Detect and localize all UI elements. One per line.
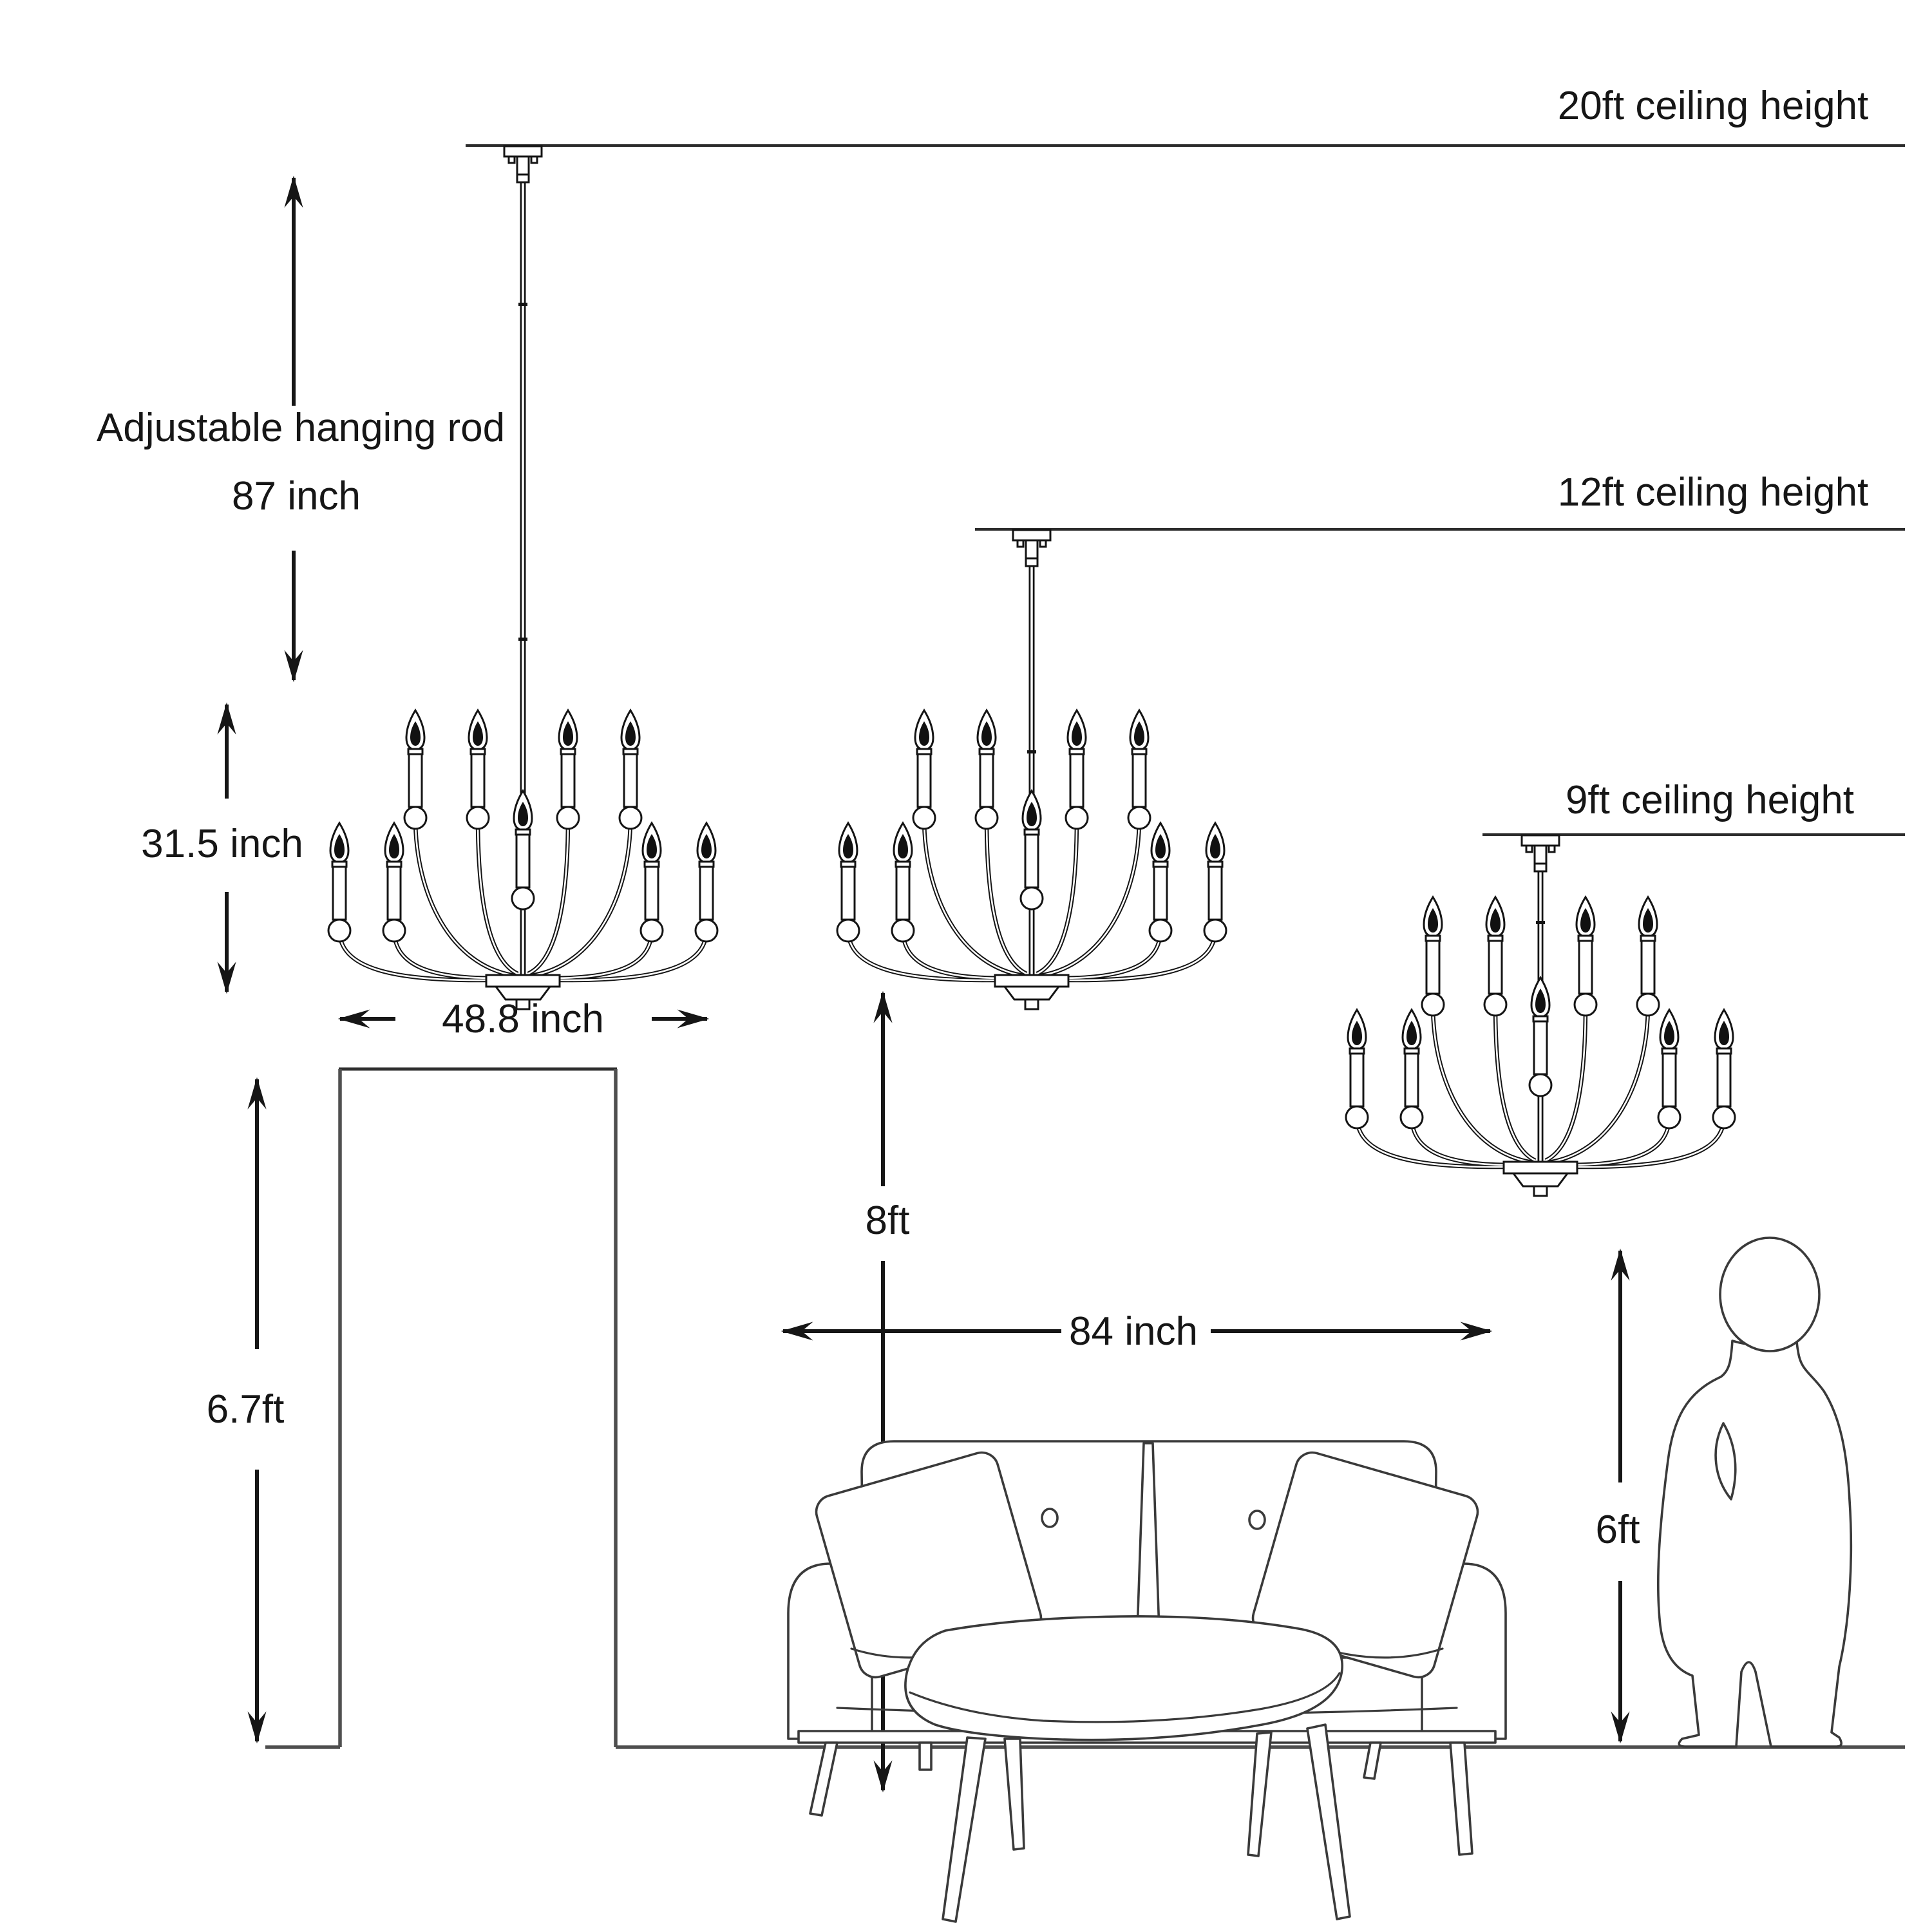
person-elbow-gap xyxy=(1714,1422,1737,1501)
dim-87-inch: Adjustable hanging rod 87 inch xyxy=(97,175,505,683)
dim-84-inch: 84 inch xyxy=(781,1309,1493,1354)
table-leg xyxy=(1306,1723,1351,1920)
label-84-inch: 84 inch xyxy=(1069,1309,1198,1354)
sofa-leg xyxy=(809,1741,838,1817)
person-figure xyxy=(1656,1236,1853,1748)
rod-joint xyxy=(518,303,527,306)
person-body xyxy=(1656,1337,1853,1748)
table-leg xyxy=(942,1736,987,1923)
label-9ft-ceiling: 9ft ceiling height xyxy=(1566,778,1854,822)
label-12ft-ceiling: 12ft ceiling height xyxy=(1558,470,1869,515)
label-20ft-ceiling: 20ft ceiling height xyxy=(1558,84,1869,128)
table-top xyxy=(904,1615,1343,1741)
sofa-button xyxy=(1041,1508,1059,1528)
chandelier-small xyxy=(1346,834,1735,1196)
label-hanging-rod: Adjustable hanging rod xyxy=(97,406,505,450)
rod-joint xyxy=(1027,750,1036,753)
table-leg xyxy=(1247,1731,1273,1857)
label-87-inch: 87 inch xyxy=(232,474,361,518)
dim-31-5-inch: 31.5 inch xyxy=(141,702,303,994)
coffee-table xyxy=(904,1615,1351,1923)
label-31-5-inch: 31.5 inch xyxy=(141,822,303,866)
rod-joint xyxy=(1536,921,1545,924)
rod-joint xyxy=(518,638,527,641)
person-head xyxy=(1719,1236,1821,1352)
label-8ft: 8ft xyxy=(866,1198,910,1243)
label-6ft: 6ft xyxy=(1596,1508,1640,1552)
sofa-button xyxy=(1248,1510,1266,1530)
label-6-7ft: 6.7ft xyxy=(207,1387,285,1432)
dim-6-7ft: 6.7ft xyxy=(207,1077,285,1744)
dim-6ft: 6ft xyxy=(1596,1248,1640,1744)
table-top-edge xyxy=(909,1672,1341,1723)
label-48-8-inch: 48.8 inch xyxy=(442,997,604,1041)
doorway xyxy=(338,1067,618,1747)
sofa-leg xyxy=(918,1741,933,1771)
sofa-leg xyxy=(1363,1741,1382,1780)
dim-48-8-inch: 48.8 inch xyxy=(337,997,710,1041)
table-leg xyxy=(1003,1738,1025,1851)
chandelier-medium xyxy=(837,529,1226,1009)
sofa-leg xyxy=(1449,1741,1473,1856)
chandelier-large xyxy=(328,145,717,1009)
sofa xyxy=(787,1440,1507,1856)
